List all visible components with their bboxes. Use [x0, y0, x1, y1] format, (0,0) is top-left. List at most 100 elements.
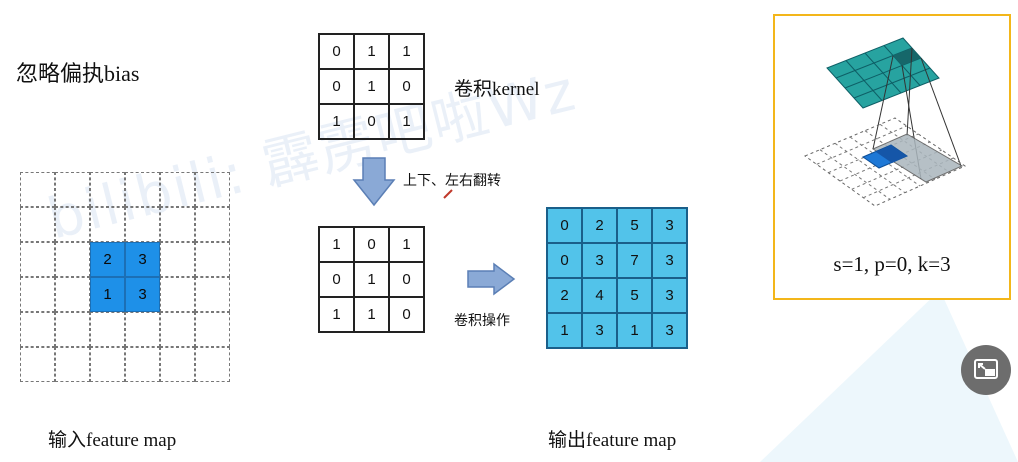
input-empty-cell [20, 347, 55, 382]
input-empty-cell [160, 347, 195, 382]
input-empty-cell [195, 277, 230, 312]
output-label-zh: 输出 [548, 429, 587, 451]
light-wedge-decoration [760, 290, 1018, 462]
pip-exit-button[interactable] [961, 345, 1011, 395]
output-cell: 0 [547, 243, 582, 278]
input-empty-cell [55, 207, 90, 242]
down-arrow-icon [352, 157, 396, 207]
kernel-label-en: kernel [492, 79, 540, 100]
pen-cursor-icon [443, 189, 453, 199]
output-cell: 3 [652, 278, 687, 313]
output-cell: 3 [582, 243, 617, 278]
input-empty-cell [55, 172, 90, 207]
input-value-cell: 2 [90, 242, 125, 277]
input-empty-cell [20, 277, 55, 312]
input-empty-cell [90, 312, 125, 347]
flipped-kernel-cell: 1 [354, 262, 389, 297]
input-empty-cell [195, 312, 230, 347]
output-cell: 3 [652, 208, 687, 243]
output-cell: 5 [617, 208, 652, 243]
kernel-cell: 0 [319, 69, 354, 104]
input-value-cell: 1 [90, 277, 125, 312]
flipped-kernel-cell: 0 [319, 262, 354, 297]
input-label: 输入feature map [48, 425, 176, 452]
convolution-3d-illustration [803, 37, 967, 207]
input-empty-cell [160, 242, 195, 277]
input-empty-cell [195, 207, 230, 242]
flipped-kernel-cell: 1 [319, 227, 354, 262]
input-plane [803, 117, 967, 207]
input-empty-cell [160, 277, 195, 312]
input-label-zh: 输入 [48, 429, 87, 451]
output-plane [826, 37, 940, 109]
kernel-cell: 0 [354, 104, 389, 139]
output-label-en: feature map [586, 430, 677, 451]
input-empty-cell [20, 172, 55, 207]
animation-caption: s=1, p=0, k=3 [833, 252, 951, 276]
flipped-kernel-cell: 1 [389, 227, 424, 262]
kernel-label-zh: 卷积 [454, 78, 493, 100]
input-empty-cell [125, 312, 160, 347]
flip-label: 上下、左右翻转 [403, 173, 501, 189]
output-cell: 0 [547, 208, 582, 243]
output-label: 输出feature map [548, 425, 676, 452]
output-cell: 1 [547, 313, 582, 348]
input-empty-cell [125, 207, 160, 242]
input-empty-cell [160, 312, 195, 347]
picture-in-picture-exit-icon [974, 359, 998, 379]
input-empty-cell [90, 172, 125, 207]
output-cell: 5 [617, 278, 652, 313]
kernel-cell: 1 [389, 104, 424, 139]
output-cell: 1 [617, 313, 652, 348]
kernel-cell: 1 [354, 34, 389, 69]
input-empty-cell [55, 312, 90, 347]
input-value-cell: 3 [125, 242, 160, 277]
output-cell: 2 [582, 208, 617, 243]
output-cell: 7 [617, 243, 652, 278]
input-value-cell: 3 [125, 277, 160, 312]
input-empty-cell [195, 242, 230, 277]
input-empty-cell [195, 172, 230, 207]
input-empty-cell [55, 347, 90, 382]
input-empty-cell [160, 172, 195, 207]
input-empty-cell [160, 207, 195, 242]
input-empty-cell [55, 277, 90, 312]
input-empty-cell [125, 347, 160, 382]
right-arrow-icon [467, 262, 516, 296]
input-empty-cell [90, 207, 125, 242]
input-empty-cell [55, 242, 90, 277]
input-empty-cell [90, 347, 125, 382]
input-empty-cell [20, 312, 55, 347]
projection-lines [872, 47, 962, 180]
output-cell: 3 [652, 243, 687, 278]
flipped-kernel-cell: 1 [319, 297, 354, 332]
output-cell: 3 [652, 313, 687, 348]
kernel-cell: 1 [354, 69, 389, 104]
kernel-cell: 1 [319, 104, 354, 139]
flipped-kernel-cell: 0 [389, 262, 424, 297]
title-zh: 忽略偏执 [16, 62, 105, 87]
input-empty-cell [195, 347, 230, 382]
output-cell: 2 [547, 278, 582, 313]
input-empty-cell [20, 207, 55, 242]
kernel-cell: 0 [389, 69, 424, 104]
output-cell: 4 [582, 278, 617, 313]
flipped-kernel-cell: 1 [354, 297, 389, 332]
kernel-cell: 1 [389, 34, 424, 69]
flipped-kernel-cell: 0 [354, 227, 389, 262]
input-empty-cell [125, 172, 160, 207]
flipped-kernel-cell: 0 [389, 297, 424, 332]
output-cell: 3 [582, 313, 617, 348]
kernel-label: 卷积kernel [454, 74, 540, 101]
page-title: 忽略偏执bias [16, 56, 139, 88]
conv-label: 卷积操作 [454, 313, 510, 329]
convolution-animation-panel [773, 14, 1011, 300]
kernel-cell: 0 [319, 34, 354, 69]
input-label-en: feature map [86, 430, 177, 451]
title-en: bias [104, 61, 140, 86]
input-empty-cell [20, 242, 55, 277]
